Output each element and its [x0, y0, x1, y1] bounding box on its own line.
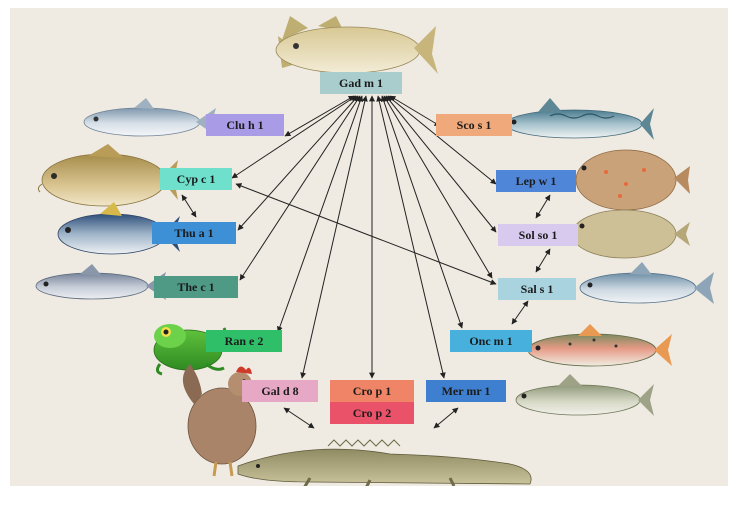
arrow-gal-croc: [284, 408, 314, 428]
label-gal-d-8: Gal d 8: [242, 380, 318, 402]
arrow-gad-clu: [285, 96, 354, 136]
label-ran-e-2: Ran e 2: [206, 330, 282, 352]
arrow-lep-sol: [536, 195, 550, 218]
label-cro-p-1: Cro p 1: [330, 380, 414, 402]
label-cyp-c-1: Cyp c 1: [160, 168, 232, 190]
sole-fish-icon: [572, 210, 690, 258]
hake-fish-icon: [516, 374, 654, 416]
label-gad-m-1: Gad m 1: [320, 72, 402, 94]
flounder-fish-icon: [576, 150, 690, 210]
mackerel-fish-icon: [506, 98, 654, 140]
label-onc-m-1: Onc m 1: [450, 330, 532, 352]
label-mer-mr-1: Mer mr 1: [426, 380, 506, 402]
label-clu-h-1: Clu h 1: [206, 114, 284, 136]
label-sol-so-1: Sol so 1: [498, 224, 578, 246]
arrow-cyp-sal: [236, 184, 496, 284]
crocodile-icon: [238, 440, 531, 486]
arrow-gad-mer: [378, 96, 444, 378]
label-the-c-1: The c 1: [154, 276, 238, 298]
label-lep-w-1: Lep w 1: [496, 170, 576, 192]
cod-fish-icon: [276, 16, 438, 74]
arrow-gad-lep: [388, 96, 496, 184]
arrow-mer-croc: [434, 408, 458, 428]
trout-fish-icon: [528, 324, 672, 366]
diagram-panel: Gad m 1 Clu h 1 Sco s 1 Cyp c 1 Lep w 1 …: [10, 8, 728, 486]
carp-fish-icon: [38, 144, 178, 206]
salmon-fish-icon: [580, 262, 714, 304]
label-cro-p-2: Cro p 2: [330, 402, 414, 424]
label-sco-s-1: Sco s 1: [436, 114, 512, 136]
alaska-pollock-fish-icon: [36, 264, 166, 300]
arrow-sol-sal: [536, 249, 550, 272]
label-thu-a-1: Thu a 1: [152, 222, 236, 244]
label-sal-s-1: Sal s 1: [498, 278, 576, 300]
arrow-sal-onc: [512, 301, 528, 324]
arrow-cyp-thu: [182, 195, 196, 217]
herring-fish-icon: [84, 98, 216, 136]
